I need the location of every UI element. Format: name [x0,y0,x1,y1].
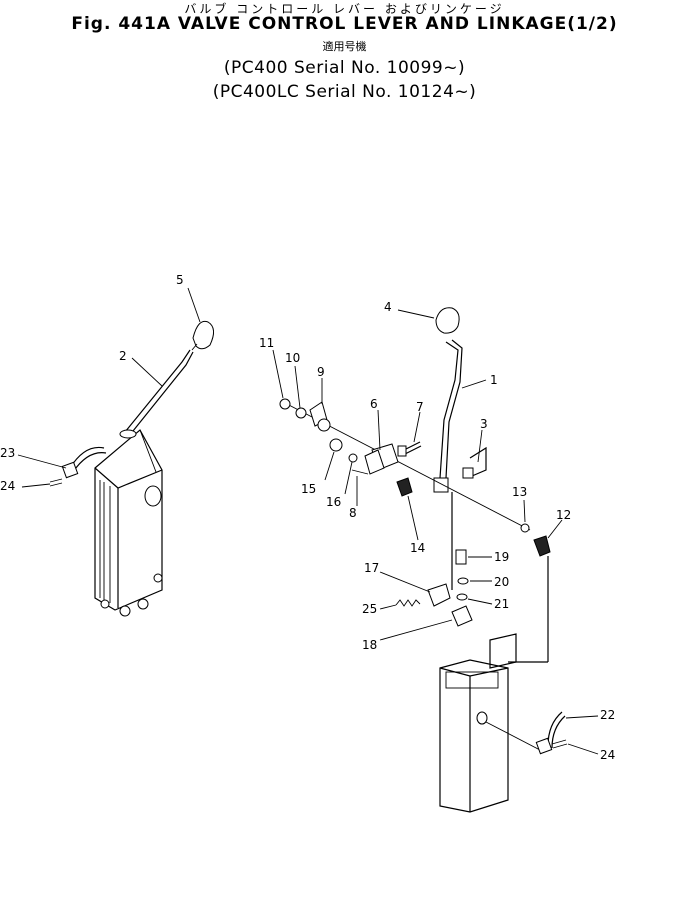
callout-6: 6 [370,397,378,411]
applicable-models-label: 適用号機 [322,40,367,53]
callout-17: 17 [364,561,379,575]
callout-13: 13 [512,485,527,499]
callout-18: 18 [362,638,377,652]
callout-12: 12 [556,508,571,522]
figure-title: Fig. 441A VALVE CONTROL LEVER AND LINKAG… [71,14,618,34]
callout-14: 14 [410,541,425,555]
callout-16: 16 [326,495,341,509]
callout-20: 20 [494,575,509,589]
left-console-assembly [49,320,214,617]
callout-10: 10 [285,351,300,365]
callout-23: 23 [0,446,15,460]
callout-22: 22 [600,708,615,722]
callout-5: 5 [176,273,184,287]
leader-lines [17,287,599,755]
callout-19: 19 [494,550,509,564]
callout-25: 25 [362,602,377,616]
callout-15: 15 [301,482,316,496]
callout-21: 21 [494,597,509,611]
serial-range-pc400lc: (PC400LC Serial No. 10124~) [212,82,477,102]
callout-3: 3 [480,417,488,431]
title-japanese: バルブ コントロール レバー およびリンケージ [184,2,505,16]
callout-7: 7 [416,400,424,414]
callout-8: 8 [349,506,357,520]
callout-4: 4 [384,300,392,314]
callout-9: 9 [317,365,325,379]
callout-labels: 1 2 3 4 5 6 7 8 9 10 11 12 13 14 15 16 1… [0,273,615,762]
callout-1: 1 [490,373,498,387]
callout-2: 2 [119,349,127,363]
callout-11: 11 [259,336,274,350]
callout-24-right: 24 [600,748,615,762]
serial-range-pc400: (PC400 Serial No. 10099~) [223,58,466,78]
callout-24-left: 24 [0,479,15,493]
right-lever-linkage [279,307,568,813]
